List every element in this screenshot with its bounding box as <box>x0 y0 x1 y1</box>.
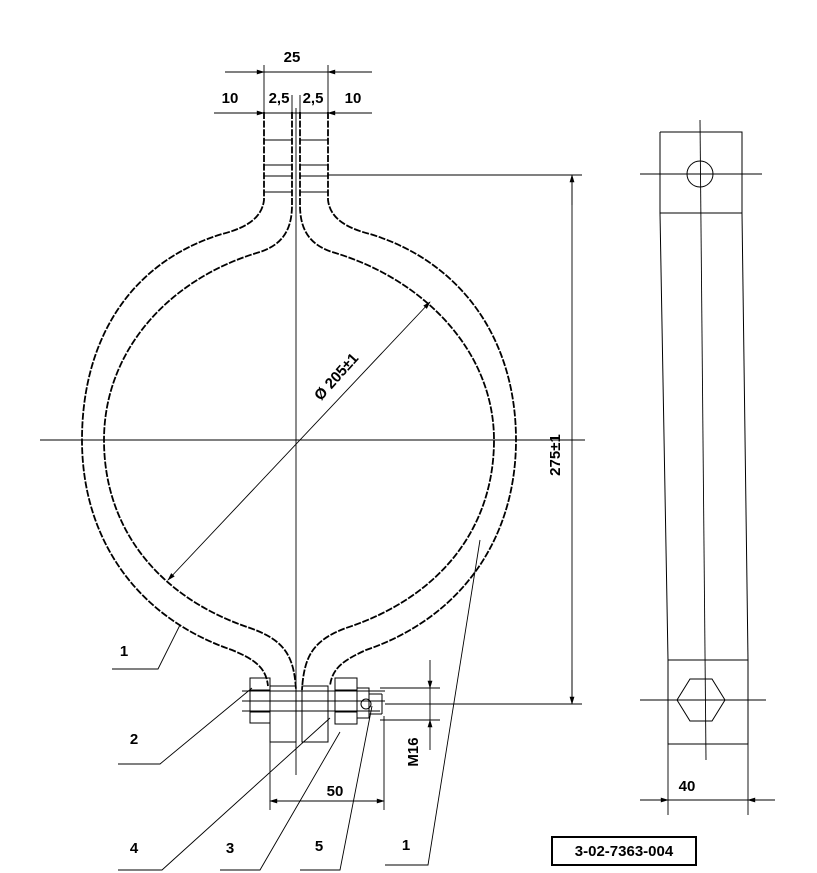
dim-overall-width: 25 <box>284 49 301 66</box>
clamp-inner-contour <box>103 112 495 691</box>
callout-1: 1 <box>120 643 128 660</box>
dim-bolt-thread: M16 <box>405 737 422 766</box>
callout-4: 4 <box>130 840 139 857</box>
clamp-outer-contour <box>81 112 517 687</box>
dim-gap-left: 2,5 <box>269 90 290 107</box>
dim-strap-width: 40 <box>679 778 696 795</box>
drawing-number-stamp: 3-02-7363-004 <box>551 836 697 866</box>
drawing-number: 3-02-7363-004 <box>574 842 674 860</box>
front-dimensions <box>112 65 582 871</box>
dim-height: 275±1 <box>547 434 564 476</box>
clamp-side-view <box>640 119 775 815</box>
dim-lug-right: 10 <box>345 90 362 107</box>
callout-2: 2 <box>130 731 138 748</box>
dim-gap-right: 2,5 <box>303 90 324 107</box>
callout-3: 3 <box>226 840 234 857</box>
callout-1b: 1 <box>402 837 410 854</box>
side-centerline <box>699 119 707 761</box>
callout-5: 5 <box>315 838 323 855</box>
dim-bolt-span: 50 <box>327 783 344 800</box>
dim-lug-left: 10 <box>222 90 239 107</box>
dim-diameter: Ø 205±1 <box>311 350 362 404</box>
clamp-front-view <box>40 108 585 775</box>
bolt-assembly <box>242 677 385 743</box>
